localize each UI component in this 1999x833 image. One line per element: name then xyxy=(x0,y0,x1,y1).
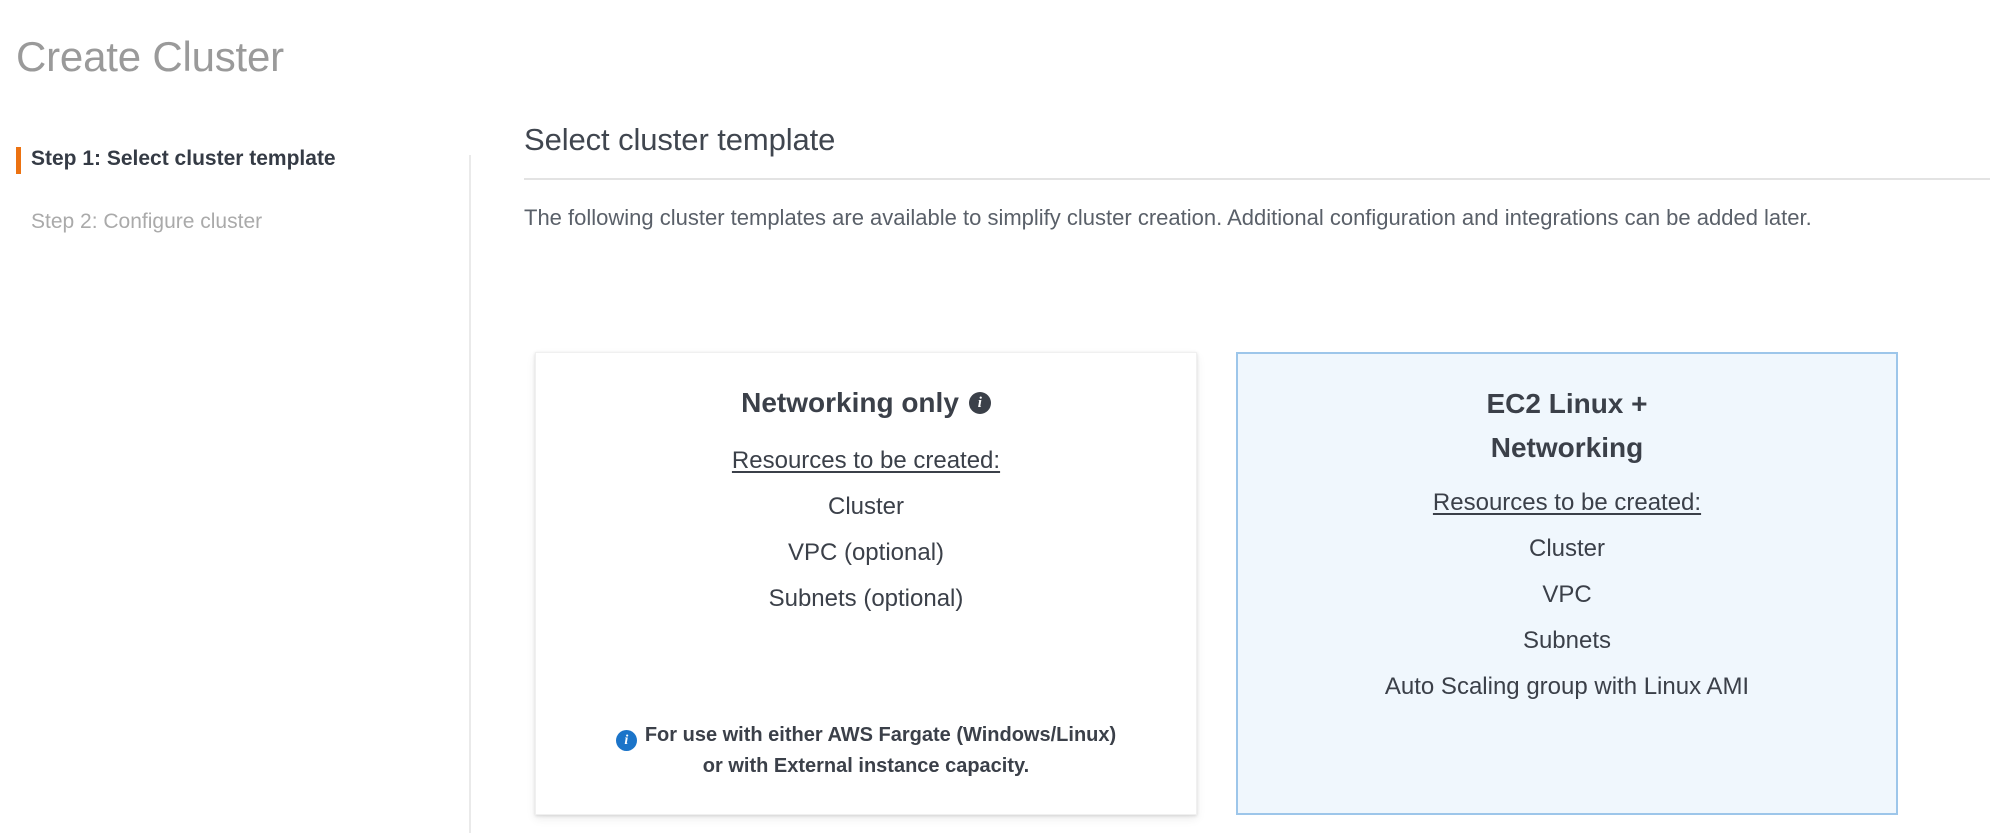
sidebar-item-step-2-label: Step 2: Configure cluster xyxy=(31,210,263,233)
section-description: The following cluster templates are avai… xyxy=(524,205,1812,230)
active-step-marker xyxy=(16,147,21,174)
card-title-line-2: Networking xyxy=(1490,432,1644,463)
resource-list: Cluster VPC (optional) Subnets (optional… xyxy=(558,492,1174,614)
resources-to-be-created-label: Resources to be created: xyxy=(731,447,1001,474)
sidebar-item-step-2[interactable]: Step 2: Configure cluster xyxy=(0,208,470,248)
card-title-line-1: EC2 Linux + xyxy=(1486,388,1648,419)
page-title: Create Cluster xyxy=(16,33,284,80)
card-info-note: i For use with either AWS Fargate (Window… xyxy=(558,720,1174,782)
sidebar-item-step-1-label: Step 1: Select cluster template xyxy=(31,147,336,170)
resource-item: VPC (optional) xyxy=(787,539,945,566)
resource-item: Auto Scaling group with Linux AMI xyxy=(1384,673,1750,700)
steps-sidebar: Step 1: Select cluster template Step 2: … xyxy=(0,145,470,833)
card-title: Networking only xyxy=(741,387,959,418)
inactive-step-marker xyxy=(16,210,21,237)
section-rule xyxy=(524,178,1990,180)
main-content: Select cluster template The following cl… xyxy=(524,120,1990,233)
card-info-note-line-1: i For use with either AWS Fargate (Window… xyxy=(558,720,1174,751)
resource-item: Subnets (optional) xyxy=(768,585,964,612)
card-title-row: Networking only i xyxy=(558,381,1174,425)
resource-item: Subnets xyxy=(1522,627,1612,654)
resource-item: VPC xyxy=(1542,581,1592,608)
resource-item: Cluster xyxy=(1528,535,1606,562)
sidebar-divider xyxy=(469,155,471,833)
card-info-note-line-2: or with External instance capacity. xyxy=(702,755,1030,777)
sidebar-item-step-1[interactable]: Step 1: Select cluster template xyxy=(0,145,470,185)
info-icon[interactable]: i xyxy=(968,392,991,414)
card-title-block: EC2 Linux + Networking xyxy=(1260,382,1874,470)
cluster-template-card-list: Networking only i Resources to be create… xyxy=(535,352,1898,815)
resources-to-be-created-label: Resources to be created: xyxy=(1432,489,1702,516)
section-heading: Select cluster template xyxy=(524,122,836,157)
card-info-note-text-1: For use with either AWS Fargate (Windows… xyxy=(644,724,1117,746)
info-icon: i xyxy=(615,730,637,751)
resource-item: Cluster xyxy=(827,493,905,520)
cluster-template-card-ec2-linux-networking[interactable]: EC2 Linux + Networking Resources to be c… xyxy=(1236,352,1898,815)
resource-list: Cluster VPC Subnets Auto Scaling group w… xyxy=(1260,534,1874,702)
cluster-template-card-networking-only[interactable]: Networking only i Resources to be create… xyxy=(535,352,1197,815)
